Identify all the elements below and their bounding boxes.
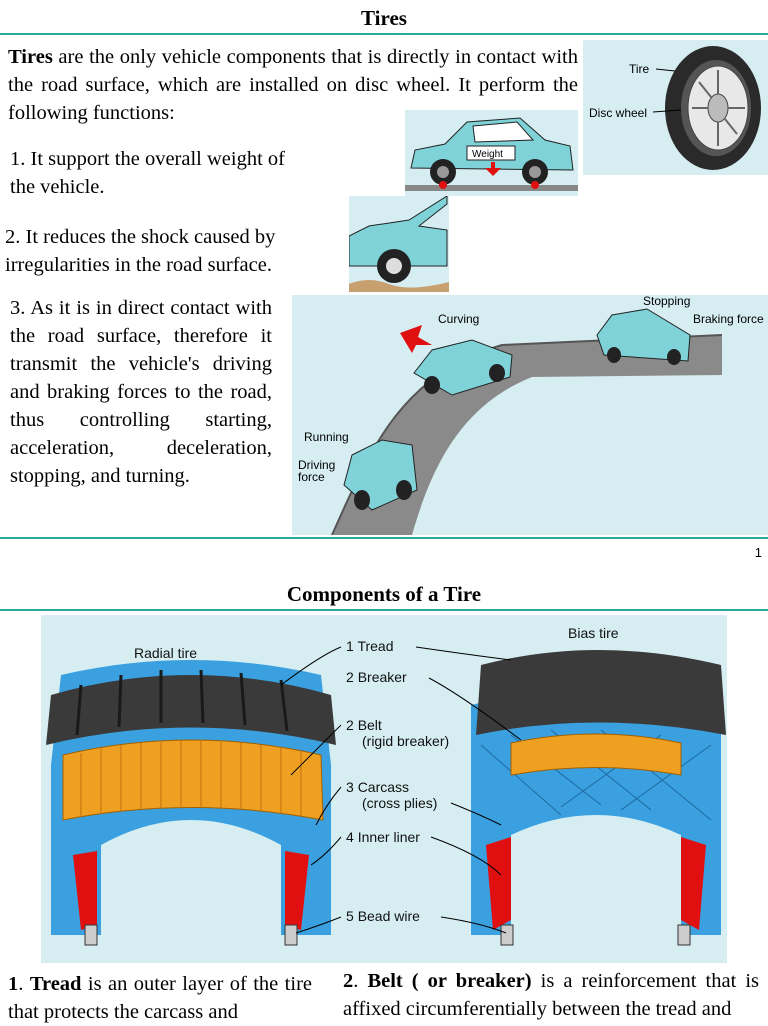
function-2: 2. It reduces the shock caused by irregu… <box>5 226 276 276</box>
belt-paragraph: 2. Belt ( or breaker) is a reinforcement… <box>343 970 759 1020</box>
label-belt: 2 Belt <box>346 717 382 733</box>
label-breaker: 2 Breaker <box>346 669 407 685</box>
braking-force-label: Braking force <box>693 312 764 326</box>
car-weight-figure: Weight <box>405 110 578 196</box>
tread-text: is an outer layer of the tire that prote… <box>8 973 312 1023</box>
road-driving-figure: Curving Stopping Braking force Running D… <box>292 295 768 535</box>
label-bead-wire: 5 Bead wire <box>346 908 420 924</box>
car-curving <box>413 339 513 396</box>
intro-text: are the only vehicle components that is … <box>8 46 578 124</box>
belt-number: 2 <box>343 970 354 992</box>
running-label: Running <box>304 430 349 444</box>
tread-number: 1 <box>8 973 19 995</box>
intro-paragraph: Tires are the only vehicle components th… <box>8 43 578 127</box>
label-carcass-sub: (cross plies) <box>362 795 437 811</box>
force-label: force <box>298 470 325 484</box>
section-rule <box>0 609 768 611</box>
disc-wheel-label: Disc wheel <box>589 106 647 120</box>
label-inner-liner: 4 Inner liner <box>346 829 420 845</box>
radial-tire-illustration <box>46 660 336 946</box>
leader-lines <box>280 646 522 934</box>
tire-components-figure: Radial tire Bias tire 1 Tread 2 Breaker … <box>41 615 727 963</box>
curving-arrow-icon <box>400 325 432 353</box>
tread-paragraph: 1. Tread is an outer layer of the tire t… <box>8 973 312 1023</box>
page-bottom-rule <box>0 537 768 539</box>
car-running <box>343 439 418 511</box>
radial-tire-label: Radial tire <box>134 645 197 661</box>
belt-term: Belt ( or breaker) <box>367 970 532 992</box>
belt-text: is a reinforcement that is affixed circu… <box>343 970 759 1020</box>
label-carcass: 3 Carcass <box>346 779 409 795</box>
component-labels: 1 Tread 2 Breaker 2 Belt (rigid breaker)… <box>346 638 449 924</box>
page-number: 1 <box>754 545 762 560</box>
label-tread: 1 Tread <box>346 638 394 654</box>
driving-label: Driving <box>298 458 335 472</box>
label-belt-sub: (rigid breaker) <box>362 733 449 749</box>
tire-label: Tire <box>629 62 650 76</box>
function-1: 1. It support the overall weight of the … <box>10 148 285 198</box>
intro-term: Tires <box>8 46 53 68</box>
title-rule <box>0 33 768 35</box>
tread-term: Tread <box>29 973 82 995</box>
page-title: Tires <box>361 6 407 30</box>
shock-figure <box>349 196 449 292</box>
bias-tire-label: Bias tire <box>568 625 619 641</box>
tire-wheel-figure: Tire Disc wheel <box>583 40 768 175</box>
function-3: 3. As it is in direct contact with the r… <box>10 297 272 487</box>
stopping-label: Stopping <box>643 295 690 308</box>
curving-label: Curving <box>438 312 479 326</box>
section-title: Components of a Tire <box>286 582 482 606</box>
car-stopping <box>596 308 691 365</box>
weight-label: Weight <box>472 149 503 160</box>
bias-tire-illustration <box>471 650 726 946</box>
